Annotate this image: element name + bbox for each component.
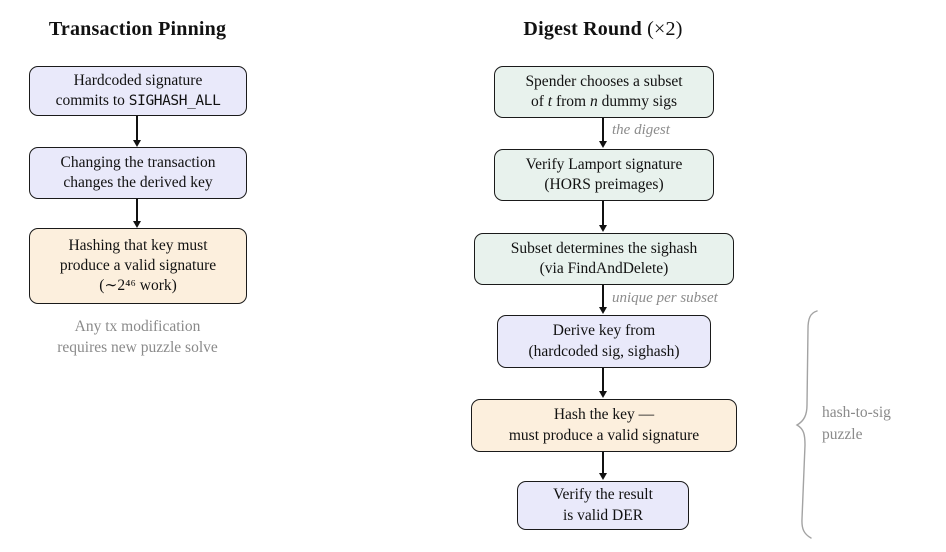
arrow-down-icon	[598, 285, 608, 314]
box-text-line: Hash the key —	[553, 406, 655, 424]
right-title-main: Digest Round	[523, 18, 642, 40]
arrow-head	[598, 391, 607, 398]
arrow-head	[132, 140, 141, 147]
arrow-shaft	[136, 116, 138, 142]
brace-label-line: hash-to-sig	[822, 404, 891, 421]
box-text-line: Verify Lamport signature	[525, 155, 683, 173]
arrow-shaft	[602, 285, 604, 309]
box-subset-sighash: Subset determines the sighash (via FindAn…	[474, 233, 734, 285]
arrow-down-icon	[598, 201, 608, 232]
box-text-line: is valid DER	[562, 506, 644, 524]
box-verify-lamport: Verify Lamport signature (HORS preimages)	[494, 149, 714, 201]
box-hashing-work: Hashing that key must produce a valid sig…	[29, 228, 247, 304]
arrow-head	[132, 221, 141, 228]
box-changing-transaction: Changing the transaction changes the deri…	[29, 147, 247, 199]
arrow-shaft	[136, 199, 138, 223]
box-text-line: Hashing that key must	[68, 236, 208, 254]
box-hardcoded-signature: Hardcoded signature commits to SIGHASH_AL…	[29, 66, 247, 116]
brace-icon	[795, 310, 818, 539]
box-text-line: (HORS preimages)	[544, 176, 664, 193]
footnote-line: requires new puzzle solve	[57, 339, 218, 356]
box-text-line: Hardcoded signature	[73, 71, 203, 89]
arrow-down-icon	[598, 368, 608, 398]
right-column-title: Digest Round (×2)	[483, 18, 723, 41]
edge-label-the-digest: the digest	[612, 122, 670, 138]
box-text-line: (hardcoded sig, sighash)	[528, 342, 680, 360]
box-spender-subset: Spender chooses a subset of t from n dumm…	[494, 66, 714, 118]
arrow-down-icon	[598, 118, 608, 148]
arrow-down-icon	[132, 199, 142, 228]
right-title-suffix: (×2)	[641, 18, 683, 40]
arrow-shaft	[602, 201, 604, 227]
box-hash-key: Hash the key — must produce a valid signa…	[471, 399, 737, 452]
box-text-line: Derive key from	[552, 322, 656, 340]
box-text-line: (∼2⁴⁶ work)	[99, 277, 177, 295]
arrow-shaft	[602, 368, 604, 393]
box-text-line: Subset determines the sighash	[510, 239, 698, 257]
arrow-head	[598, 307, 607, 314]
brace-label: hash-to-sig puzzle	[822, 402, 891, 446]
arrow-down-icon	[598, 452, 608, 480]
left-footnote: Any tx modification requires new puzzle …	[17, 316, 258, 358]
arrow-head	[598, 141, 607, 148]
edge-label-unique-per-subset: unique per subset	[612, 290, 718, 306]
arrow-shaft	[602, 452, 604, 475]
box-text-line: of t from n dummy sigs	[531, 93, 677, 110]
box-text-line: Spender chooses a subset	[525, 72, 683, 90]
arrow-head	[598, 473, 607, 480]
box-derive-key: Derive key from (hardcoded sig, sighash)	[497, 315, 711, 368]
brace-label-line: puzzle	[822, 426, 863, 443]
box-text-line: produce a valid signature	[59, 256, 217, 274]
box-text-line: (via FindAndDelete)	[539, 260, 669, 277]
arrow-down-icon	[132, 116, 142, 147]
box-text-line: changes the derived key	[63, 174, 213, 191]
box-verify-der: Verify the result is valid DER	[517, 481, 689, 530]
box-text-line: commits to SIGHASH_ALL	[55, 92, 221, 109]
arrow-head	[598, 225, 607, 232]
footnote-line: Any tx modification	[74, 318, 201, 335]
left-column-title: Transaction Pinning	[48, 18, 227, 40]
box-text-line: Changing the transaction	[60, 153, 216, 171]
box-text-line: must produce a valid signature	[508, 426, 700, 444]
box-text-line: Verify the result	[553, 486, 653, 504]
arrow-shaft	[602, 118, 604, 143]
